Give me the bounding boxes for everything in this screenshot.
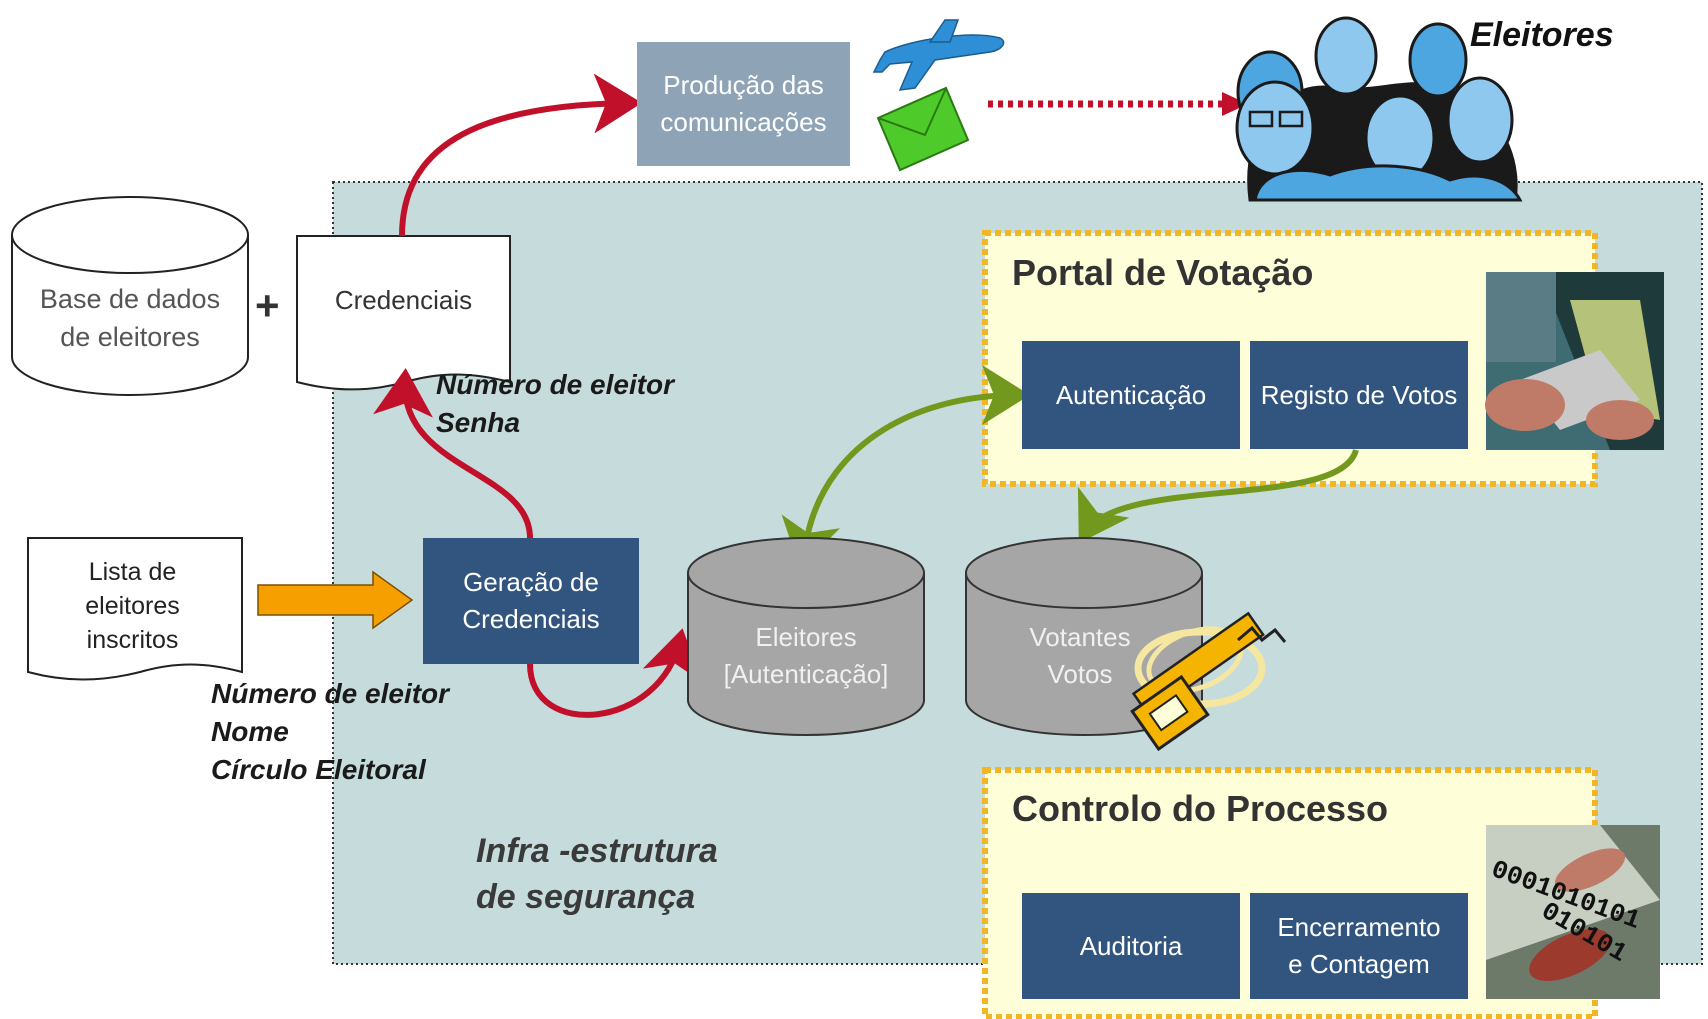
red-arrow-credenciais-producao [399,73,642,237]
cred-fields: Número de eleitor Senha [436,366,674,442]
geracao-label: Geração de Credenciais [462,567,600,634]
infra-label-line2: de segurança [476,878,696,916]
lista-field-circulo: Círculo Eleitoral [211,754,426,785]
registo-label: Registo de Votos [1260,379,1458,410]
auditoria-label: Auditoria [1079,930,1183,961]
controlo-title: Controlo do Processo [1012,788,1389,829]
encerramento-box: Encerramento e Contagem [1250,893,1468,999]
encerramento-label: Encerramento e Contagem [1277,912,1441,979]
geracao-box: Geração de Credenciais [423,538,639,664]
green-arrow-auth [781,365,1030,569]
red-arrow-geracao-eleitores [527,628,702,718]
envelope-icon [876,86,970,172]
auditoria-box: Auditoria [1022,893,1240,999]
lista-field-numero: Número de eleitor [211,678,450,709]
eleitores-cylinder [687,537,925,736]
people-icon [1235,16,1523,202]
base-dados-cylinder [11,196,249,396]
key-icon [1130,611,1287,752]
autenticacao-label: Autenticação [1055,379,1207,410]
autenticacao-box: Autenticação [1022,341,1240,449]
lista-doc [27,537,243,681]
dotted-arrow-head [1222,92,1248,116]
infra-label: Infra -estrutura de segurança [476,828,718,920]
credenciais-label: Credenciais [334,284,473,315]
portal-title: Portal de Votação [1012,252,1314,293]
binary-handshake-icon: 0001010101 010101 [1486,825,1660,999]
eleitores-db-label: Eleitores [Autenticação] [723,622,889,689]
producao-label: Produção das comunicações [660,70,827,137]
cred-field-senha: Senha [436,407,521,438]
cred-field-numero: Número de eleitor [436,369,675,400]
votantes-db-label: Votantes Votos [1029,622,1131,689]
lista-label: Lista de eleitores inscritos [85,558,180,654]
airplane-icon [872,19,1005,91]
base-dados-label: Base de dados de eleitores [39,284,221,352]
lista-fields: Número de eleitor Nome Círculo Eleitoral [211,675,449,789]
lista-field-nome: Nome [211,716,289,747]
green-arrow-votos [1078,448,1359,544]
orange-arrow [257,570,414,630]
infra-label-line1: Infra -estrutura [476,832,718,870]
eleitores-title: Eleitores [1470,16,1614,54]
plus-sign: + [255,282,280,329]
red-arrow-geracao-credenciais [373,368,533,539]
registo-box: Registo de Votos [1250,341,1468,449]
producao-box: Produção das comunicações [637,42,850,166]
laptop-photo-icon [1485,272,1664,450]
